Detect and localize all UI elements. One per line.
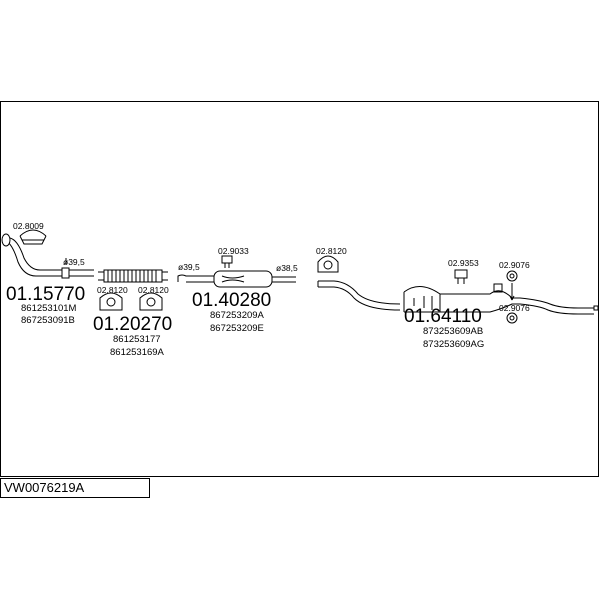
flex-pipe <box>98 269 168 283</box>
diameter-label: ø39,5 <box>178 262 200 272</box>
hanger-label: 02.9076 <box>499 260 530 270</box>
part-number-label: 01.15770 <box>6 284 85 305</box>
diameter-label: ø39,5 <box>63 257 85 267</box>
ring-icon <box>506 312 518 324</box>
part-number-label: 01.40280 <box>192 290 271 311</box>
hanger-label: 02.9353 <box>448 258 479 268</box>
clamp-icon <box>317 255 339 273</box>
gasket-icon <box>99 292 123 311</box>
hanger-label: 02.9033 <box>218 246 249 256</box>
part-number-label: 01.64110 <box>404 306 482 327</box>
hanger-icon <box>454 269 468 284</box>
reference-number: VW0076219A <box>4 480 85 495</box>
clamp-label: 02.8120 <box>316 246 347 256</box>
oe-number-label: 873253609AG <box>423 339 484 350</box>
gasket-icon <box>139 292 163 311</box>
arrow-icon <box>509 283 515 301</box>
diagram-frame <box>0 101 599 477</box>
oe-number-label: 861253101M <box>21 303 77 314</box>
part-number-label: 01.20270 <box>93 314 172 335</box>
gasket-label: 02.8120 <box>97 285 128 295</box>
middle-silencer <box>177 270 296 288</box>
oe-number-label: 873253609AB <box>423 326 483 337</box>
oe-number-label: 867253091B <box>21 315 75 326</box>
oe-number-label: 867253209E <box>210 323 264 334</box>
clamp-label: 02.8009 <box>13 221 44 231</box>
hanger-icon <box>221 255 233 268</box>
reference-number-box: VW0076219A <box>0 478 150 498</box>
oe-number-label: 867253209A <box>210 310 265 321</box>
rear-pipe <box>317 280 599 315</box>
oe-number-label: 861253177 <box>113 334 161 345</box>
oe-number-label: 861253169A <box>110 347 165 358</box>
diameter-label: ø38,5 <box>276 263 298 273</box>
front-pipe <box>1 233 94 279</box>
hanger-label: 02.9076 <box>499 303 530 313</box>
gasket-label: 02.8120 <box>138 285 169 295</box>
clamp-icon <box>19 229 47 245</box>
ring-icon <box>506 270 518 282</box>
